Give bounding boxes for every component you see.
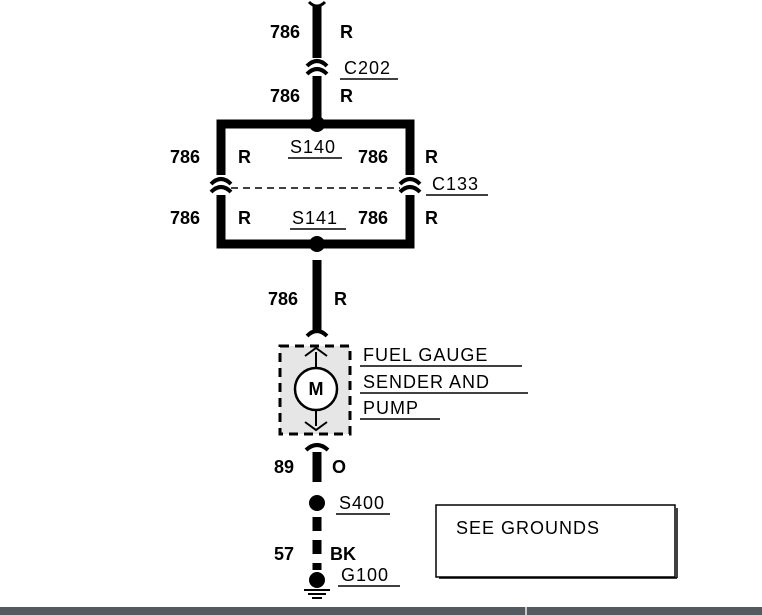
wire-number-left-upper: 786 (170, 147, 200, 167)
wire-color-sender-out: O (332, 457, 346, 477)
component-name-line-1: FUEL GAUGE (363, 345, 488, 365)
connector-c133-label: C133 (432, 174, 479, 194)
wire-color-left-upper: R (238, 147, 251, 167)
splice-s140-label: S140 (290, 137, 336, 157)
connector-c202-label: C202 (344, 58, 391, 78)
ground-symbol (304, 572, 330, 599)
wire-color-to-sender: R (334, 289, 347, 309)
splice-s141-label: S141 (292, 208, 338, 228)
fuel-gauge-sender-pump: M (278, 344, 352, 436)
wire-number-ground: 57 (274, 544, 294, 564)
see-grounds-box (435, 504, 678, 579)
wire-number-top-upper: 786 (270, 22, 300, 42)
wire-color-right-lower: R (425, 208, 438, 228)
wire-number-left-lower: 786 (170, 208, 200, 228)
splice-s400-label: S400 (339, 493, 385, 513)
wire-color-top-lower: R (340, 86, 353, 106)
motor-symbol-label: M (309, 379, 324, 399)
wire-number-top-lower: 786 (270, 86, 300, 106)
wire-number-right-lower: 786 (358, 208, 388, 228)
sender-connector-top (305, 329, 329, 338)
component-name-line-2: SENDER AND (363, 372, 490, 392)
connector-c133 (209, 177, 422, 194)
sender-connector-bottom (304, 443, 330, 452)
splice-s141-dot (309, 236, 325, 252)
ground-g100-label: G100 (341, 565, 389, 585)
wire-number-right-upper: 786 (358, 147, 388, 167)
wire-color-left-lower: R (238, 208, 251, 228)
see-grounds-label: SEE GROUNDS (456, 518, 600, 538)
splice-s400-dot (309, 495, 325, 511)
component-name-line-3: PUMP (363, 398, 419, 418)
motor-top-arrow (304, 346, 328, 357)
motor-bottom-arrow (304, 421, 328, 432)
top-wire-segment (307, 0, 327, 58)
wire-color-ground: BK (330, 544, 356, 564)
wire-number-to-sender: 786 (268, 289, 298, 309)
bottom-scrollbar[interactable] (0, 607, 762, 615)
splice-s140-dot (309, 116, 325, 132)
wire-color-top-upper: R (340, 22, 353, 42)
wire-color-right-upper: R (425, 147, 438, 167)
scrollbar-divider (525, 607, 527, 615)
connector-c202 (305, 59, 329, 76)
wire-number-sender-out: 89 (274, 457, 294, 477)
